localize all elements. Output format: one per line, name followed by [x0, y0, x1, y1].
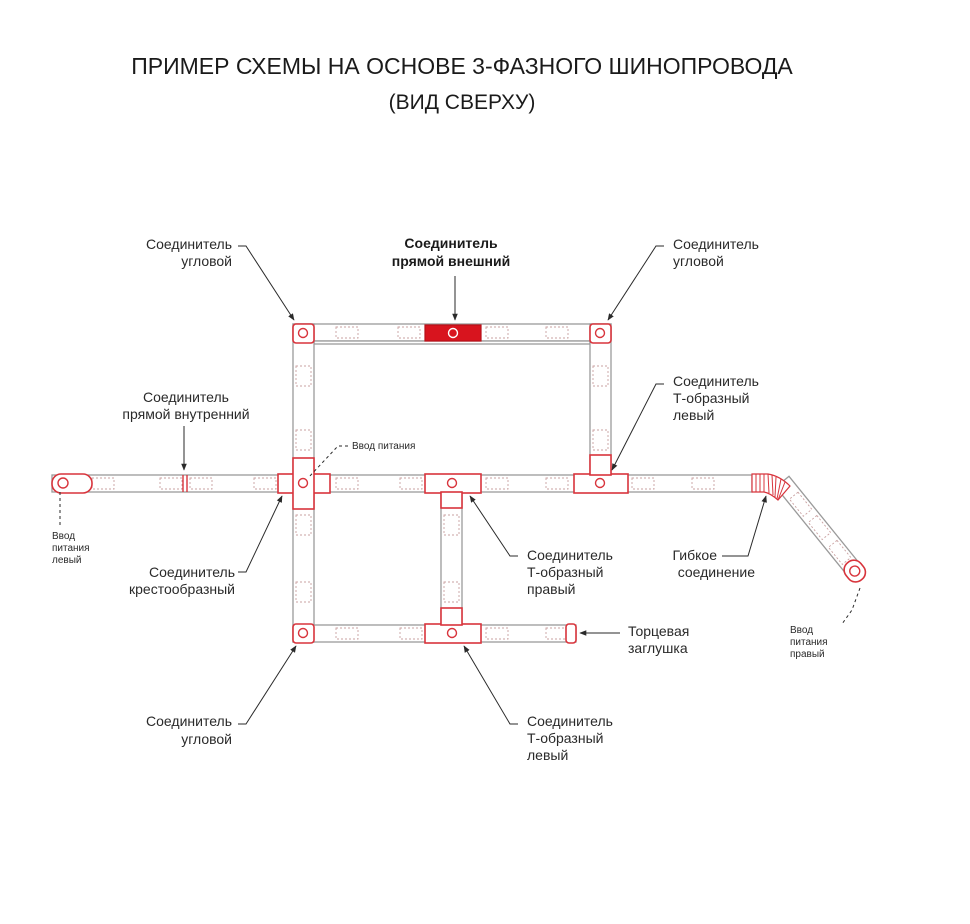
leader-lines [59, 245, 861, 725]
corner-top-right-hole [594, 327, 606, 339]
title-line-1: ПРИМЕР СХЕМЫ НА ОСНОВЕ 3-ФАЗНОГО ШИНОПРО… [131, 53, 793, 79]
label-straight-outer-2: прямой внешний [392, 253, 510, 269]
mark-main-5 [335, 477, 359, 490]
corner-top-left-hole [297, 327, 309, 339]
leader-feed-right [841, 587, 861, 625]
mark-top-4 [545, 326, 569, 339]
label-flexible-2: соединение [678, 564, 755, 580]
label-corner-bottom-left-1: Соединитель [146, 713, 232, 729]
label-end-cap-1: Торцевая [628, 623, 689, 639]
label-t-right-1: Соединитель [527, 547, 613, 563]
mark-main-2 [159, 477, 183, 490]
label-t-right-2: Т-образный [527, 564, 603, 580]
mark-bm-1 [443, 514, 460, 536]
label-feed-left-2: питания [52, 543, 90, 554]
label-feed-right-3: правый [790, 649, 825, 660]
label-corner-top-left-2: угловой [181, 253, 232, 269]
mark-bottom-2 [399, 627, 423, 640]
cross-connector-hole [297, 477, 309, 489]
leader-flexible [722, 495, 767, 557]
label-cross-2: крестообразный [129, 581, 235, 597]
label-feed-right-2: питания [790, 637, 828, 648]
mark-bm-2 [443, 581, 460, 603]
end-cap-connector [565, 623, 577, 644]
label-end-cap-2: заглушка [628, 640, 688, 656]
label-t-left-top-3: левый [673, 407, 714, 423]
mark-top-3 [485, 326, 509, 339]
label-straight-inner-1: Соединитель [143, 389, 229, 405]
leader-corner-top-left [238, 245, 295, 321]
feed-left-hole [57, 477, 69, 489]
mark-main-4 [253, 477, 277, 490]
leader-t-left-bottom [463, 645, 518, 725]
t-left-top-connector-v [589, 454, 612, 476]
mark-bottom-4 [545, 627, 569, 640]
t-left-bottom-connector-v [440, 607, 463, 626]
label-feed-left-1: Ввод [52, 531, 75, 542]
mark-bl-2 [295, 581, 312, 603]
rail-diagonal-group [774, 475, 867, 583]
mark-main-9 [631, 477, 655, 490]
t-right-connector-v [440, 491, 463, 509]
mark-top-1 [335, 326, 359, 339]
t-left-top-hole [594, 477, 606, 489]
mark-right-2 [592, 429, 609, 451]
mark-bl-1 [295, 514, 312, 536]
leader-t-right [469, 495, 518, 557]
label-corner-top-left-1: Соединитель [146, 236, 232, 252]
t-right-hole [446, 477, 458, 489]
flex-rib-4 [767, 473, 770, 494]
mark-right-1 [592, 365, 609, 387]
straight-outer-hole [447, 327, 459, 339]
leader-t-left-top [611, 383, 664, 471]
leader-corner-bottom-left [238, 645, 297, 725]
label-t-left-bottom-2: Т-образный [527, 730, 603, 746]
label-corner-top-right-2: угловой [673, 253, 724, 269]
title-line-2: (ВИД СВЕРХУ) [389, 91, 536, 114]
flex-rib-5 [771, 474, 774, 496]
label-cross-1: Соединитель [149, 564, 235, 580]
mark-main-10 [691, 477, 715, 490]
mark-main-8 [545, 477, 569, 490]
mark-left-1 [295, 365, 312, 387]
label-t-left-bottom-3: левый [527, 747, 568, 763]
rail-bottom-left-vertical [292, 491, 315, 643]
label-straight-outer-1: Соединитель [404, 235, 498, 251]
mark-main-7 [485, 477, 509, 490]
mark-main-6 [399, 477, 423, 490]
leader-corner-top-right [607, 245, 664, 321]
label-feed-right-1: Ввод [790, 625, 813, 636]
label-corner-bottom-left-2: угловой [181, 731, 232, 747]
labels: Соединитель угловой Соединитель прямой в… [52, 235, 828, 763]
rail-marks [91, 326, 715, 640]
connectors [51, 323, 791, 644]
mark-bottom-3 [485, 627, 509, 640]
corner-bottom-left-hole [297, 627, 309, 639]
label-corner-top-right-1: Соединитель [673, 236, 759, 252]
label-t-left-bottom-1: Соединитель [527, 713, 613, 729]
label-t-right-3: правый [527, 581, 575, 597]
leader-cross [238, 495, 283, 573]
label-t-left-top-1: Соединитель [673, 373, 759, 389]
feed-right-hole [849, 565, 861, 577]
mark-main-3 [189, 477, 213, 490]
straight-outer-connector [424, 324, 482, 342]
label-t-left-top-2: Т-образный [673, 390, 749, 406]
label-power-feed: Ввод питания [352, 441, 415, 452]
flex-rib-6 [774, 476, 777, 498]
flex-rib-8 [777, 481, 786, 501]
mark-left-2 [295, 429, 312, 451]
mark-top-2 [397, 326, 421, 339]
t-left-bottom-hole [446, 627, 458, 639]
label-flexible-1: Гибкое [673, 547, 718, 563]
label-straight-inner-2: прямой внутренний [122, 406, 249, 422]
flex-rib-7 [776, 478, 782, 500]
label-feed-left-3: левый [52, 555, 81, 566]
mark-bottom-1 [335, 627, 359, 640]
